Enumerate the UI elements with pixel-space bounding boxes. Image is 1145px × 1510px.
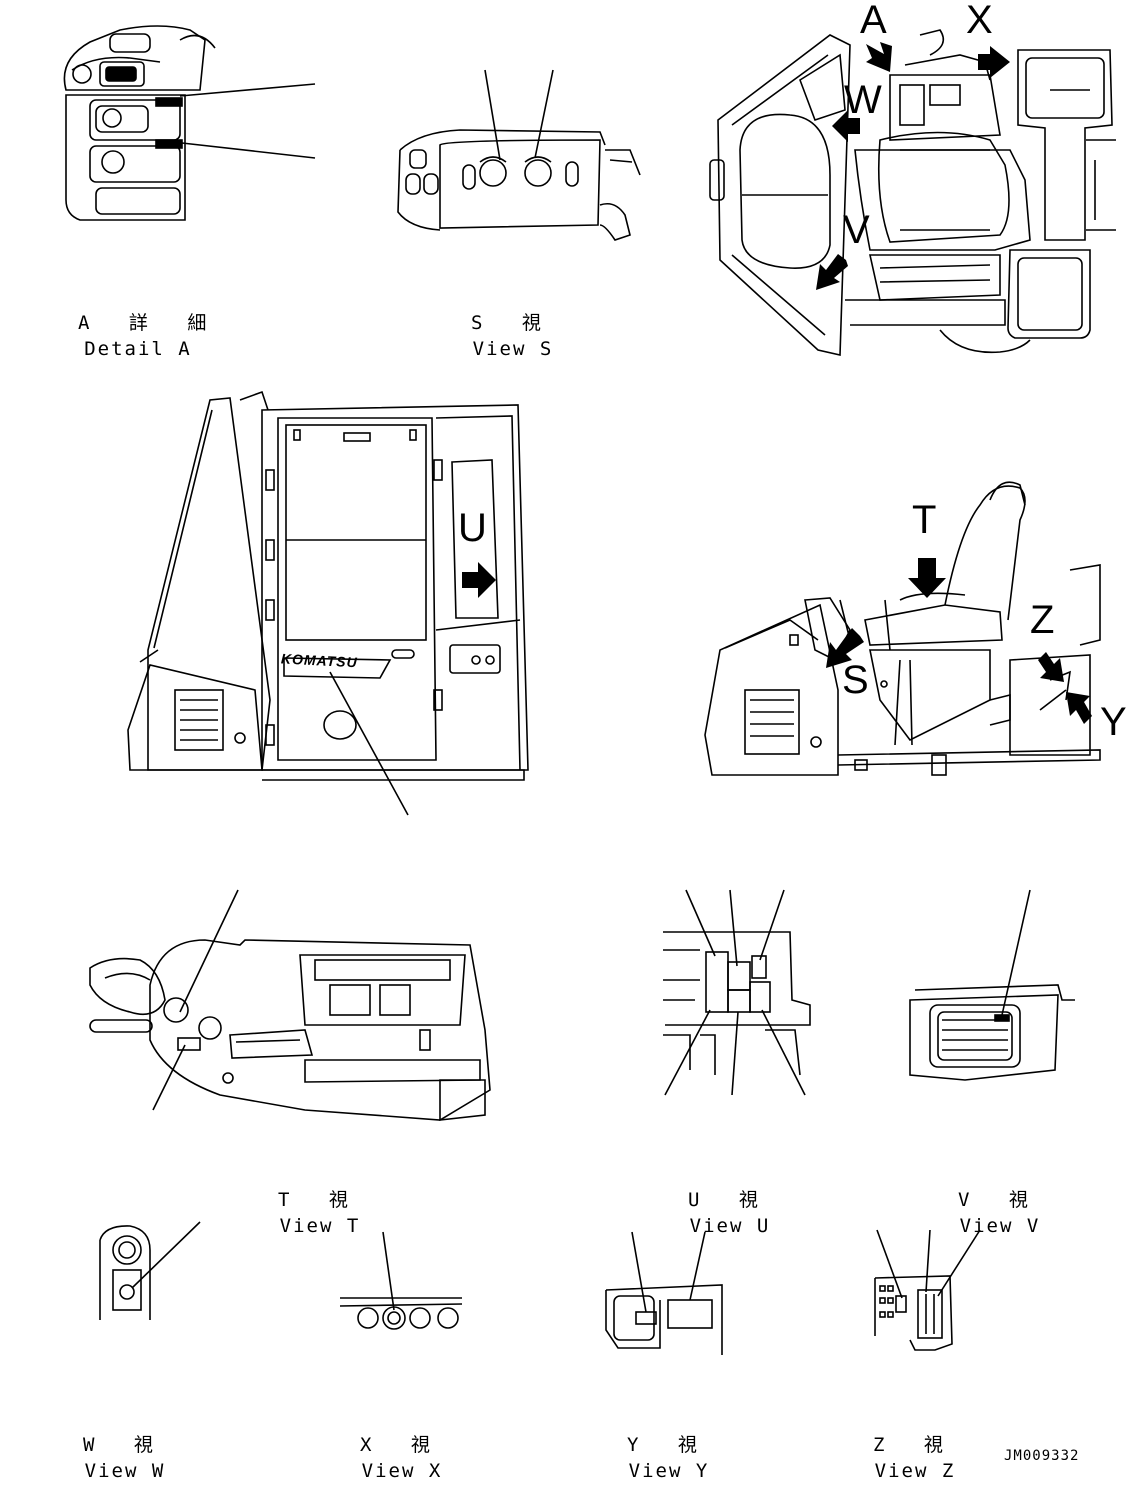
view-t-drawing bbox=[89, 889, 491, 1121]
view-y-drawing bbox=[605, 1231, 723, 1355]
callout-u: U bbox=[458, 506, 487, 550]
callout-a: A bbox=[860, 0, 887, 42]
top-plan-drawing bbox=[709, 29, 1116, 356]
view-z-drawing bbox=[874, 1229, 981, 1351]
document-id: JM009332 bbox=[1004, 1448, 1080, 1464]
callout-z: Z bbox=[1030, 598, 1055, 642]
machine-side-drawing bbox=[704, 481, 1101, 776]
callout-w: W bbox=[844, 78, 882, 122]
view-w-drawing bbox=[99, 1221, 201, 1320]
view-v-drawing bbox=[909, 889, 1075, 1081]
callout-t: T bbox=[912, 498, 937, 542]
cab-side-drawing bbox=[127, 390, 529, 816]
callout-x: X bbox=[966, 0, 993, 42]
detail-a-drawing bbox=[63, 25, 316, 221]
callout-y: Y bbox=[1100, 700, 1127, 744]
view-u-drawing bbox=[663, 889, 811, 1096]
view-x-drawing bbox=[339, 1231, 463, 1330]
callout-v: V bbox=[843, 208, 870, 252]
view-s-drawing bbox=[397, 69, 641, 241]
callout-s: S bbox=[842, 658, 869, 702]
